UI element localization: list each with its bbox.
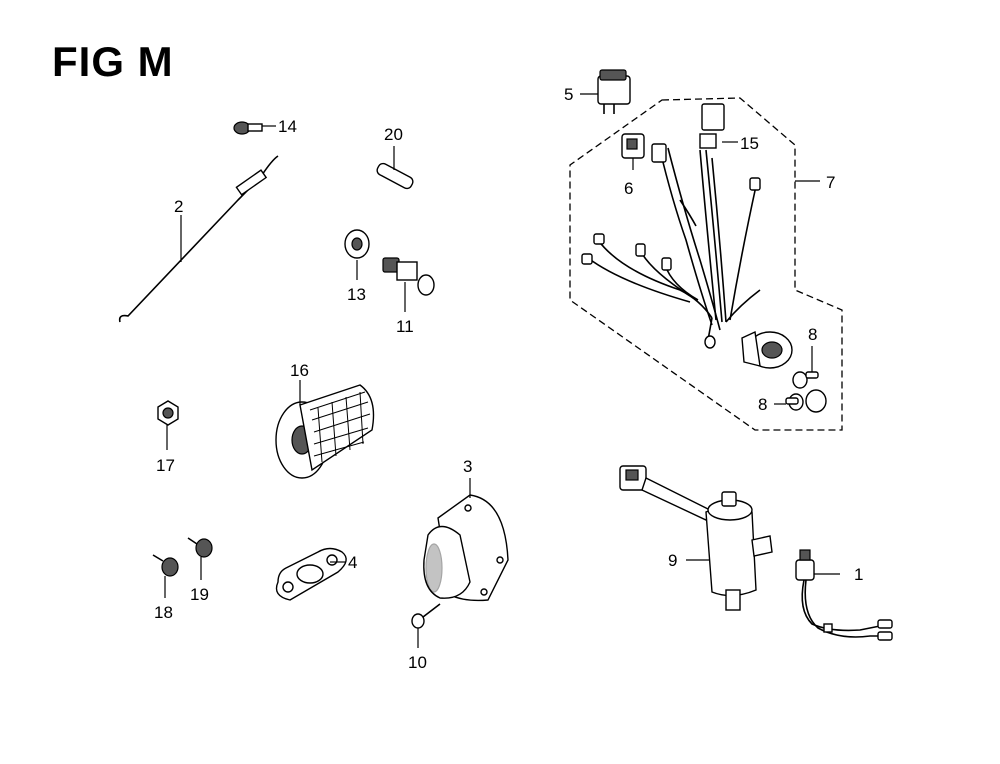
- callout-1: 1: [854, 565, 863, 584]
- part-20-pin[interactable]: [375, 162, 414, 190]
- figure-title: FIG M: [52, 38, 174, 85]
- callout-8-upper: 8: [808, 325, 817, 344]
- callout-16: 16: [290, 361, 309, 380]
- callout-8-lower: 8: [758, 395, 767, 414]
- part-7-boundary: [569, 97, 843, 431]
- callout-13: 13: [347, 285, 366, 304]
- callout-7: 7: [826, 173, 835, 192]
- callout-18: 18: [154, 603, 173, 622]
- part-1-sensor[interactable]: [795, 549, 893, 641]
- part-7-wire-harness[interactable]: [581, 143, 793, 369]
- callout-20: 20: [384, 125, 403, 144]
- part-15-fuse[interactable]: [699, 103, 725, 149]
- part-16-grip[interactable]: [275, 384, 375, 479]
- part-4-gasket[interactable]: [275, 547, 347, 601]
- part-9-solenoid[interactable]: [619, 465, 773, 611]
- callout-3: 3: [463, 457, 472, 476]
- part-19-screw[interactable]: [187, 537, 213, 558]
- callout-14: 14: [278, 117, 297, 136]
- part-8-key-upper[interactable]: [792, 371, 819, 389]
- part-10-screw[interactable]: [411, 603, 441, 629]
- callout-9: 9: [668, 551, 677, 570]
- part-2-cable[interactable]: [118, 155, 279, 323]
- part-8-key-lower[interactable]: [785, 389, 827, 413]
- part-18-screw[interactable]: [152, 554, 179, 577]
- callout-11: 11: [396, 317, 414, 336]
- part-5-relay[interactable]: [597, 69, 631, 114]
- callout-2: 2: [174, 197, 183, 216]
- part-13-washer[interactable]: [344, 229, 370, 259]
- callout-6: 6: [624, 179, 633, 198]
- callout-10: 10: [408, 653, 427, 672]
- callout-19: 19: [190, 585, 209, 604]
- callout-4: 4: [348, 553, 357, 572]
- callout-5: 5: [564, 85, 573, 104]
- part-11-plug[interactable]: [382, 257, 435, 296]
- callout-15: 15: [740, 134, 759, 153]
- part-6-connector[interactable]: [621, 133, 645, 159]
- part-3-cover[interactable]: [423, 494, 509, 602]
- part-14-bolt[interactable]: [233, 121, 263, 135]
- part-17-nut[interactable]: [157, 400, 179, 426]
- callout-17: 17: [156, 456, 175, 475]
